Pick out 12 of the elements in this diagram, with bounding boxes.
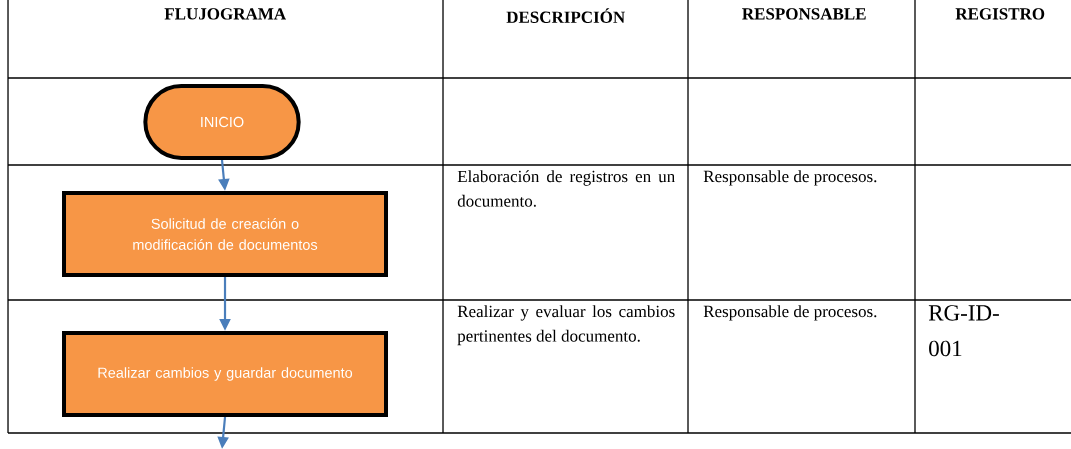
description-text: Realizar y evaluar los cambios pertinentes del documento. (457, 305, 675, 346)
record-code: RG-ID-001 (928, 305, 999, 357)
column-header: DESCRIPCIÓN (506, 8, 625, 23)
role-text: Responsable de procesos. (703, 305, 877, 321)
role-text: Responsable de procesos. (703, 170, 877, 186)
process-box: Realizar cambios y guardar documento (62, 331, 388, 417)
process-box: Solicitud de creación o modificación de documentos (62, 191, 388, 277)
column-header: RESPONSABLE (742, 8, 866, 20)
description-text: Elaboración de registros en un documento. (457, 170, 675, 207)
start-terminal: INICIO (143, 84, 301, 160)
column-header: REGISTRO (955, 8, 1045, 20)
column-header: FLUJOGRAMA (164, 8, 286, 20)
